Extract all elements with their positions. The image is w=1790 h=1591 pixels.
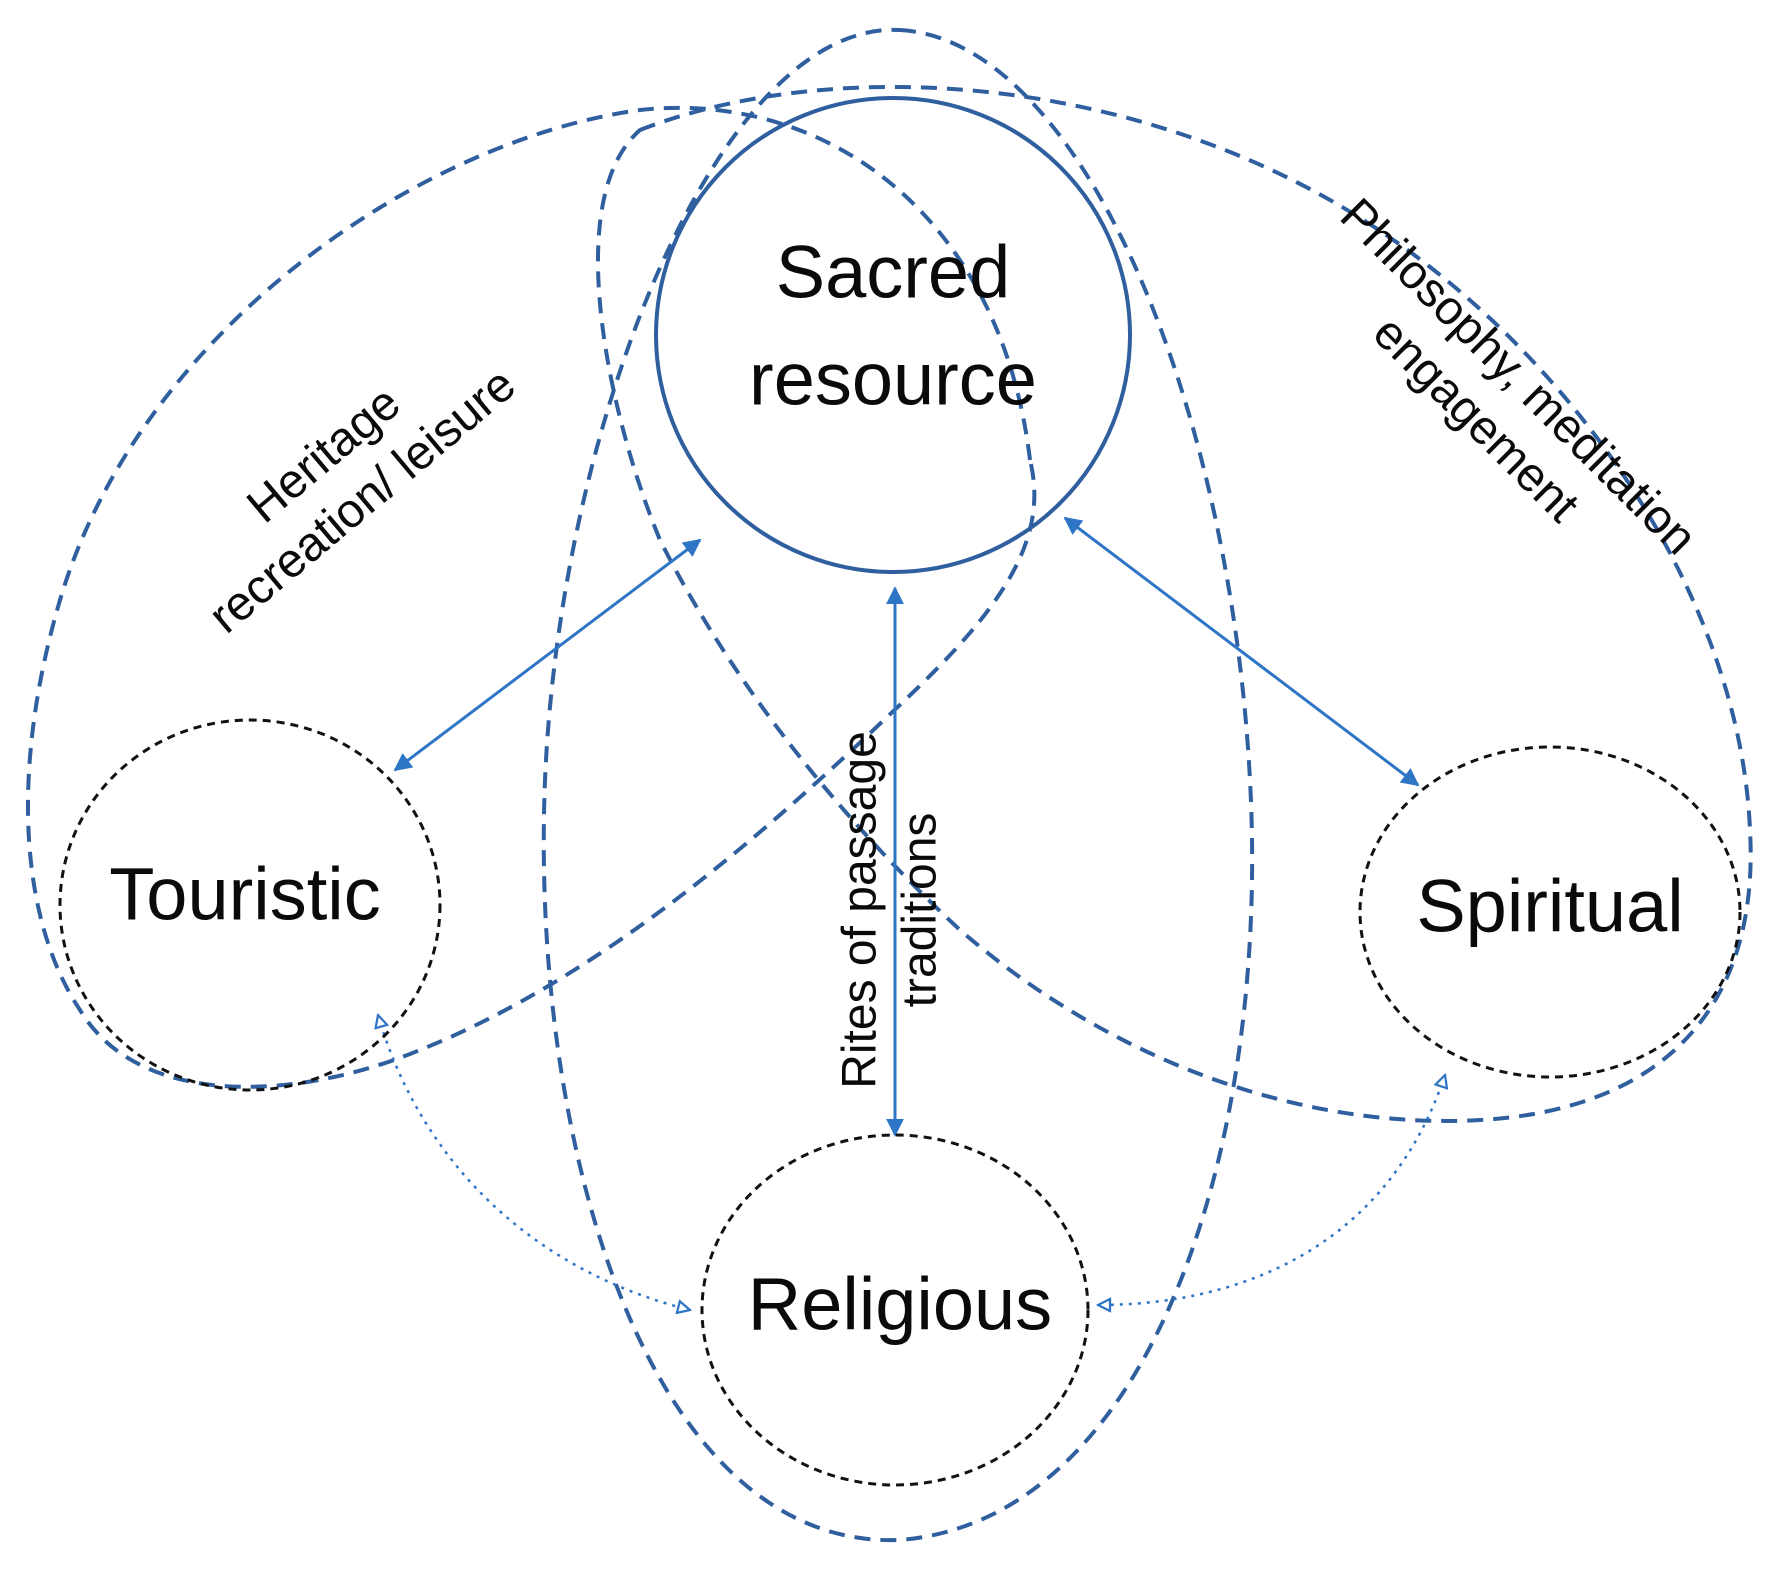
rites-of-passage-label: Rites of passage (834, 731, 887, 1089)
arrow-sacred-spiritual (1063, 516, 1420, 787)
edge-label-touristic: Heritage recreation/ leisure (199, 358, 525, 644)
traditions-label: traditions (894, 813, 947, 1008)
sacred-label-line1: Sacred (776, 231, 1010, 314)
edge-label-religious: Rites of passage traditions (834, 731, 947, 1089)
spiritual-label: Spiritual (1416, 865, 1683, 948)
arrow-spiritual-religious (1098, 1075, 1445, 1305)
node-touristic: Touristic (58, 718, 442, 1092)
node-spiritual: Spiritual (1358, 745, 1742, 1079)
node-religious: Religious (700, 1133, 1090, 1487)
edge-label-spiritual: Philosophy, meditation engagement (1330, 189, 1706, 565)
sacred-label-line2: resource (749, 338, 1037, 421)
arrow-touristic-religious (378, 1015, 690, 1310)
node-sacred-resource: Sacred resource (654, 96, 1132, 574)
arrow-sacred-touristic (393, 538, 702, 772)
philosophy-meditation-label: Philosophy, meditation (1330, 189, 1706, 565)
enclosure-touristic-sacred (25, 105, 1037, 1089)
solid-arrows (393, 516, 1420, 1137)
touristic-label: Touristic (109, 853, 380, 936)
religious-label: Religious (748, 1263, 1052, 1346)
